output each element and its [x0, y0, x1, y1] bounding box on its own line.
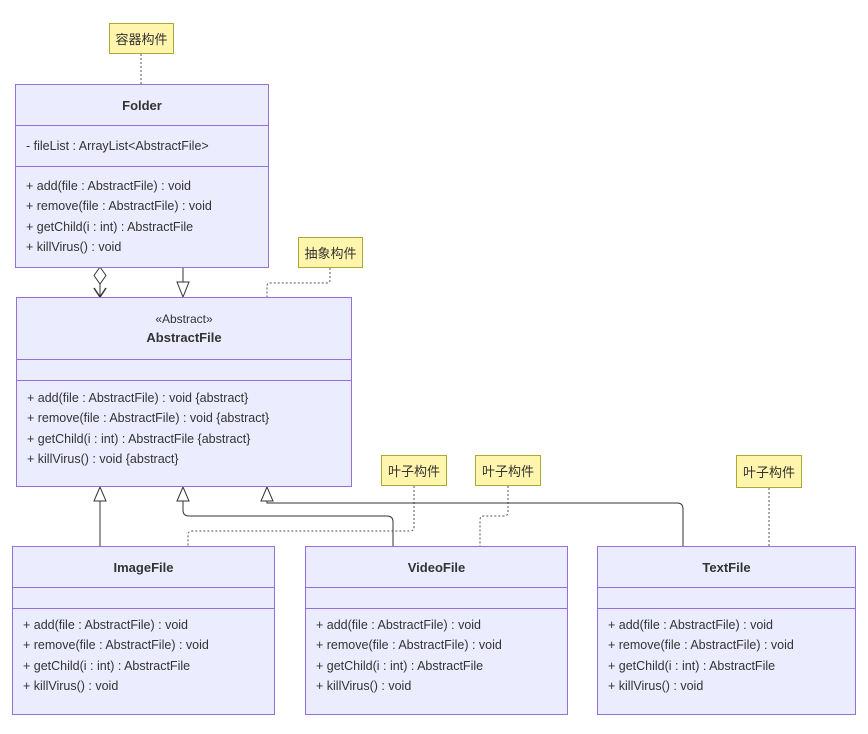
method: + getChild(i : int) : AbstractFile: [23, 658, 191, 673]
imagefile-inheritance-triangle: [93, 485, 107, 502]
textfile-inheritance-line: [266, 501, 684, 546]
note-link-abstract: [266, 268, 331, 297]
method: + getChild(i : int) : AbstractFile {abst…: [27, 431, 251, 446]
method: + add(file : AbstractFile) : void: [26, 179, 192, 193]
attributes-section: - fileList : ArrayList<AbstractFile>: [16, 125, 268, 166]
method: + getChild(i : int) : AbstractFile: [26, 219, 194, 234]
attribute: - fileList : ArrayList<AbstractFile>: [26, 139, 209, 153]
method: + remove(file : AbstractFile) : void {ab…: [27, 411, 270, 426]
class-header: VideoFile: [306, 547, 567, 587]
method: + getChild(i : int) : AbstractFile: [608, 658, 776, 673]
attributes-section: [598, 587, 855, 608]
method: + remove(file : AbstractFile) : void: [608, 638, 794, 653]
videofile-inheritance-line: [182, 501, 394, 546]
class-header: ImageFile: [13, 547, 274, 587]
method: + getChild(i : int) : AbstractFile: [316, 658, 484, 673]
method: + killVirus() : void: [26, 240, 122, 255]
class-abstractfile: «Abstract» AbstractFile + add(file : Abs…: [16, 297, 352, 487]
note-leaf-component-text: 叶子构件: [736, 455, 802, 488]
method: + add(file : AbstractFile) : void: [23, 618, 189, 632]
methods-section: + add(file : AbstractFile) : void + remo…: [16, 166, 268, 258]
method: + add(file : AbstractFile) : void {abstr…: [27, 391, 249, 405]
methods-section: + add(file : AbstractFile) : void {abstr…: [17, 380, 351, 470]
class-textfile: TextFile + add(file : AbstractFile) : vo…: [597, 546, 856, 715]
methods-section: + add(file : AbstractFile) : void + remo…: [306, 608, 567, 697]
attributes-section: [13, 587, 274, 608]
note-leaf-component-image: 叶子构件: [381, 455, 447, 486]
note-container-component: 容器构件: [109, 23, 174, 54]
attributes-section: [306, 587, 567, 608]
method: + remove(file : AbstractFile) : void: [26, 199, 212, 214]
class-imagefile: ImageFile + add(file : AbstractFile) : v…: [12, 546, 275, 715]
class-name: VideoFile: [407, 559, 466, 575]
note-text: 容器构件: [115, 32, 168, 47]
folder-inheritance-triangle: [176, 281, 190, 299]
method: + killVirus() : void: [608, 679, 704, 694]
method: + killVirus() : void: [316, 679, 412, 694]
note-text: 抽象构件: [304, 246, 357, 261]
class-name: Folder: [122, 97, 162, 113]
textfile-inheritance-triangle: [260, 485, 274, 502]
class-name: ImageFile: [113, 559, 174, 575]
method: + add(file : AbstractFile) : void: [316, 618, 482, 632]
attributes-section: [17, 359, 351, 380]
method: + killVirus() : void {abstract}: [27, 452, 179, 467]
methods-section: + add(file : AbstractFile) : void + remo…: [598, 608, 855, 697]
class-name: AbstractFile: [146, 330, 222, 345]
class-folder: Folder - fileList : ArrayList<AbstractFi…: [15, 84, 269, 268]
note-text: 叶子构件: [481, 464, 534, 479]
class-header: «Abstract» AbstractFile: [17, 298, 351, 359]
note-link-leaf-video: [479, 486, 509, 546]
class-name: TextFile: [702, 559, 751, 575]
method: + add(file : AbstractFile) : void: [608, 618, 774, 632]
note-leaf-component-video: 叶子构件: [475, 455, 541, 486]
method: + remove(file : AbstractFile) : void: [316, 638, 502, 653]
class-header: TextFile: [598, 547, 855, 587]
note-link-leaf-image: [187, 486, 415, 546]
videofile-inheritance-triangle: [176, 485, 190, 502]
class-header: Folder: [16, 85, 268, 125]
method: + killVirus() : void: [23, 679, 119, 694]
class-videofile: VideoFile + add(file : AbstractFile) : v…: [305, 546, 568, 715]
note-text: 叶子构件: [387, 464, 440, 479]
note-text: 叶子构件: [742, 465, 795, 480]
methods-section: + add(file : AbstractFile) : void + remo…: [13, 608, 274, 697]
method: + remove(file : AbstractFile) : void: [23, 638, 209, 653]
class-stereotype: «Abstract»: [155, 312, 213, 326]
aggregation-diamond: [93, 266, 107, 285]
note-abstract-component: 抽象构件: [298, 237, 363, 268]
